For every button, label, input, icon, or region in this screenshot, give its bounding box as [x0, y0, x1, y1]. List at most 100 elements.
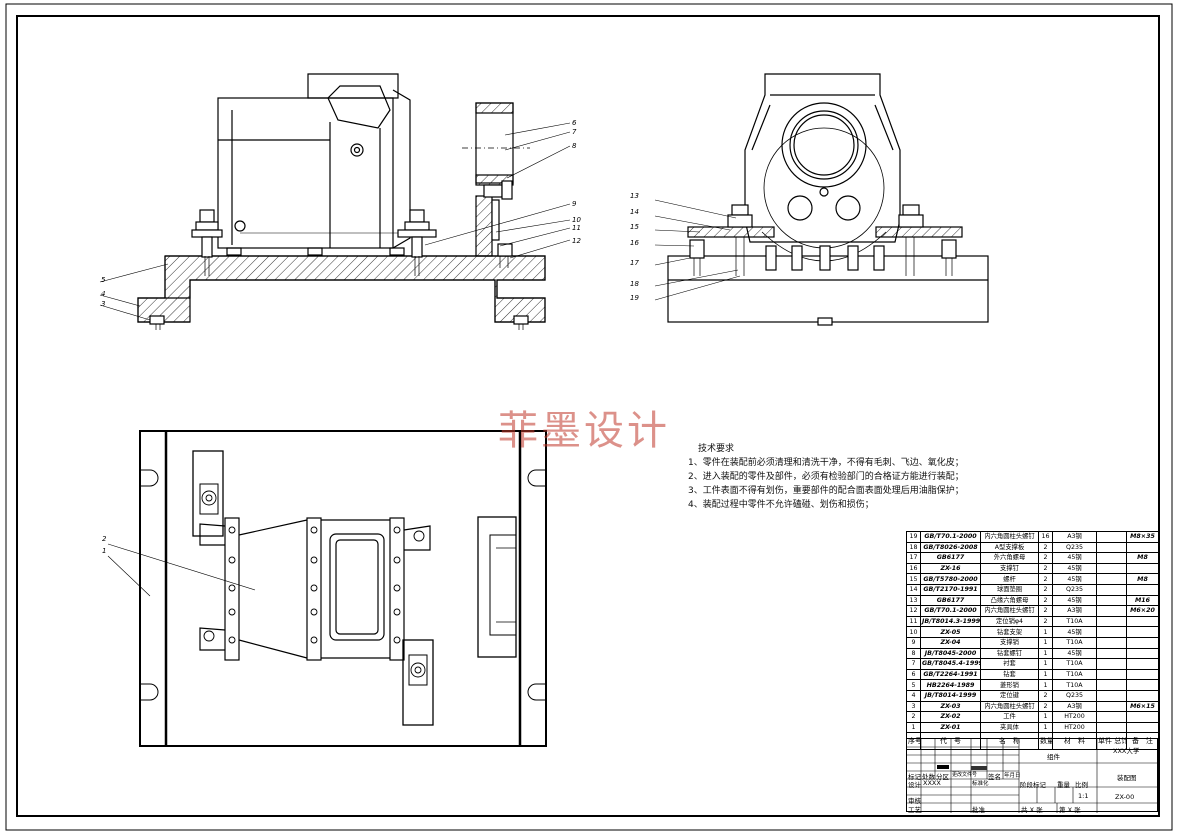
bom-cell-weight — [1096, 594, 1127, 607]
tb-design-label: 设计 — [908, 781, 921, 789]
bom-cell-name: 支撑销 — [980, 636, 1039, 649]
bom-cell-code: GB/T2264-1991 — [920, 668, 981, 681]
bom-cell-code: ZX-03 — [920, 700, 981, 713]
bom-cell-no: 7 — [906, 658, 921, 670]
bom-cell-qty: 1 — [1038, 711, 1053, 723]
label-side-14: 14 — [630, 208, 639, 216]
bom-cell-qty: 1 — [1038, 626, 1053, 638]
bom-cell-qty: 2 — [1038, 605, 1053, 617]
bom-cell-qty: 2 — [1038, 700, 1053, 713]
bom-cell-weight — [1096, 583, 1127, 596]
bom-cell-code: ZX-16 — [920, 562, 981, 575]
label-front-3: 3 — [101, 300, 105, 308]
bom-cell-name: 内六角圆柱头螺钉 — [980, 531, 1039, 543]
tech-req-item: 1、零件在装配前必须清理和清洗干净，不得有毛刺、飞边、氧化皮； — [688, 458, 964, 468]
tech-req-title: 技术要求 — [698, 444, 735, 454]
bom-cell-no: 3 — [906, 700, 921, 713]
front-view-leaders — [99, 122, 571, 321]
bom-cell-note — [1126, 541, 1159, 554]
bom-cell-note — [1126, 711, 1159, 723]
label-front-5: 5 — [101, 276, 106, 284]
bom-cell-no: 5 — [906, 679, 921, 691]
bom-cell-name: 外六角螺母 — [980, 552, 1039, 564]
bom-cell-mat: 45钢 — [1052, 552, 1097, 564]
tb-review-label: 审核 — [908, 797, 921, 805]
bom-cell-qty: 2 — [1038, 583, 1053, 596]
bom-cell-code: GB/T2170-1991 — [920, 583, 981, 596]
bom-cell-mat: Q235 — [1052, 583, 1097, 596]
bom-cell-no: 17 — [906, 552, 921, 564]
bom-cell-mat: 45钢 — [1052, 647, 1097, 660]
tb-sheet-total: 共 X 张 — [1021, 806, 1043, 814]
bom-cell-no: 13 — [906, 594, 921, 607]
part-number-labels: 6 7 8 9 10 11 12 5 4 3 13 14 15 16 17 18… — [101, 119, 639, 555]
bom-cell-qty: 1 — [1038, 721, 1053, 734]
bom-cell-weight — [1096, 711, 1127, 723]
bom-cell-note — [1126, 721, 1159, 734]
bom-cell-code: GB/T8045.4-1999 — [920, 658, 981, 670]
bom-cell-qty: 2 — [1038, 552, 1053, 564]
bom-cell-weight — [1096, 658, 1127, 670]
bom-cell-mat: T10A — [1052, 615, 1097, 628]
watermark-text: 菲墨设计 — [498, 408, 670, 454]
bom-cell-mat: T10A — [1052, 636, 1097, 649]
bom-cell-name: 定位键 — [980, 689, 1039, 702]
technical-requirements: 技术要求 1、零件在装配前必须清理和清洗干净，不得有毛刺、飞边、氧化皮； 2、进… — [688, 442, 964, 512]
tb-process-label: 工艺 — [908, 806, 921, 814]
tb-scale: 1:1 — [1078, 792, 1089, 800]
bom-cell-name: 钻套 — [980, 668, 1039, 681]
bom-cell-note — [1126, 562, 1159, 575]
bom-cell-no: 11 — [906, 615, 921, 628]
bom-cell-code: GB/T8026-2008 — [920, 541, 981, 554]
inner-border — [16, 15, 1160, 817]
top-view — [139, 430, 547, 747]
bom-cell-name: 定位销φ4 — [980, 615, 1039, 628]
bom-cell-mat: 45钢 — [1052, 562, 1097, 575]
bom-cell-mat: HT200 — [1052, 721, 1097, 734]
bom-cell-no: 4 — [906, 689, 921, 702]
bom-cell-no: 18 — [906, 541, 921, 554]
bom-cell-no: 6 — [906, 668, 921, 681]
bom-cell-weight — [1096, 689, 1127, 702]
bom-cell-qty: 1 — [1038, 658, 1053, 670]
tb-drawing-name: 装配图 — [1117, 774, 1137, 782]
bom-cell-code: ZX-01 — [920, 721, 981, 734]
label-front-8: 8 — [572, 142, 577, 150]
bom-cell-weight — [1096, 531, 1127, 543]
bom-cell-no: 19 — [906, 531, 921, 543]
label-front-12: 12 — [572, 237, 581, 245]
bom-cell-mat: Q235 — [1052, 541, 1097, 554]
bom-cell-code: HB2264-1989 — [920, 679, 981, 691]
bom-cell-qty: 1 — [1038, 647, 1053, 660]
bom-cell-mat: 45钢 — [1052, 594, 1097, 607]
bom-cell-name: 螺杆 — [980, 573, 1039, 585]
bom-cell-mat: 45钢 — [1052, 573, 1097, 585]
bom-cell-qty: 2 — [1038, 541, 1053, 554]
label-front-11: 11 — [572, 224, 581, 232]
bom-cell-no: 1 — [906, 721, 921, 734]
bom-cell-code: ZX-02 — [920, 711, 981, 723]
bom-cell-weight — [1096, 605, 1127, 617]
bom-cell-mat: A3钢 — [1052, 605, 1097, 617]
bom-cell-qty: 2 — [1038, 594, 1053, 607]
bom-cell-note — [1126, 647, 1159, 660]
side-view — [667, 73, 989, 326]
bom-cell-code: GB/T70.1-2000 — [920, 605, 981, 617]
bom-cell-weight — [1096, 615, 1127, 628]
bom-cell-note: M16 — [1126, 594, 1159, 607]
bom-cell-weight — [1096, 573, 1127, 585]
bom-cell-no: 10 — [906, 626, 921, 638]
label-front-4: 4 — [101, 290, 105, 298]
bom-cell-weight — [1096, 552, 1127, 564]
tb-sign-label: 签名 — [988, 773, 1001, 781]
tb-change-label: 更改文件号 — [952, 772, 978, 778]
bom-cell-no: 2 — [906, 711, 921, 723]
